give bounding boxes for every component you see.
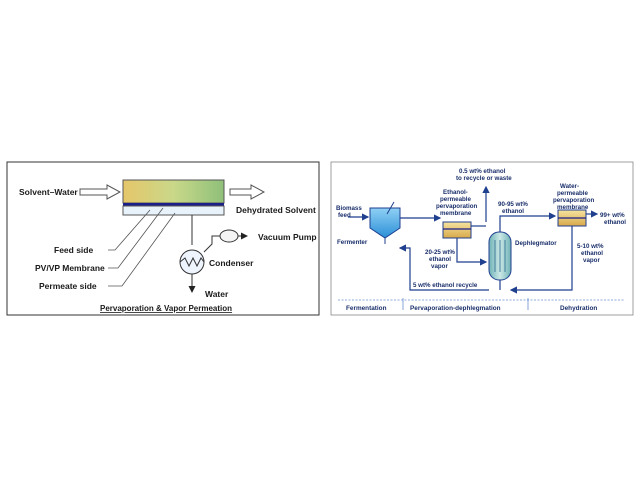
water-label: Water — [205, 289, 229, 299]
feed-side-leader — [108, 209, 151, 251]
water-membrane-label-1: Water- — [560, 183, 579, 190]
water-membrane-label-3: pervaporation — [553, 197, 594, 204]
vacuum-pump-label: Vacuum Pump — [258, 232, 317, 242]
vapor-510-label-3: vapor — [583, 257, 600, 264]
vapor-2025-label-3: vapor — [431, 263, 448, 270]
stage-fermentation: Fermentation — [346, 305, 387, 312]
dephlegmator-label: Dephlegmator — [515, 240, 557, 247]
product-label-2: ethanol — [604, 219, 626, 226]
fermenter-label: Fermenter — [337, 239, 368, 246]
feed-side-label: Feed side — [54, 245, 93, 255]
vapor-2025-label-1: 20-25 wt% — [425, 249, 455, 256]
membrane-label: PV/VP Membrane — [35, 263, 105, 273]
water-membrane-label-4: membrane — [557, 204, 589, 211]
recycle-label: 5 wt% ethanol recycle — [413, 282, 478, 289]
water-membrane-label-2: permeable — [557, 190, 589, 197]
eth-9095-label-1: 90-95 wt% — [498, 201, 528, 208]
permeate-chamber — [122, 205, 225, 216]
dehydrated-solvent-label: Dehydrated Solvent — [236, 205, 316, 215]
vapor-2025-label-2: ethanol — [429, 256, 451, 263]
waste-label-1: 0.5 wt% ethanol — [459, 168, 506, 175]
membrane-layer — [123, 203, 224, 206]
condenser-symbol — [179, 249, 205, 275]
condenser-coil — [179, 256, 205, 268]
condenser-label: Condenser — [209, 258, 254, 268]
biomass-label-1: Biomass — [336, 205, 362, 212]
waste-label-2: to recycle or waste — [456, 175, 512, 182]
vapor-510-label-2: ethanol — [581, 250, 603, 257]
vapor-return-line — [509, 226, 573, 294]
eth-membrane-label-4: membrane — [440, 210, 472, 217]
diagram-caption: Pervaporation & Vapor Permeation — [100, 304, 232, 313]
eth-membrane-label-2: permeable — [440, 196, 472, 203]
eth-membrane-label-1: Ethanol- — [443, 189, 468, 196]
eth-membrane-label-3: pervaporation — [436, 203, 477, 210]
feed-chamber — [122, 179, 225, 204]
stage-dehydration: Dehydration — [560, 305, 597, 312]
permeate-side-label: Permeate side — [39, 281, 97, 291]
vacuum-line — [203, 235, 220, 253]
ethanol-membrane-module — [442, 221, 472, 239]
permeate-side-leader — [108, 212, 176, 287]
membrane-leader — [108, 207, 164, 269]
vapor-510-label-1: 5-10 wt% — [577, 243, 604, 250]
eth-9095-label-2: ethanol — [502, 208, 524, 215]
product-label-1: 99+ wt% — [600, 212, 625, 219]
column-to-water-membrane — [499, 212, 557, 232]
ethanol-process-diagram: Biomass feed Fermenter Ethanol- permeabl… — [330, 161, 634, 316]
retentate-outlet-arrow — [229, 184, 266, 200]
fermenter-tank — [369, 207, 401, 239]
right-panel-border — [330, 161, 634, 316]
feed-inlet-arrow — [79, 184, 122, 200]
vacuum-pump-icon — [219, 229, 239, 243]
recycle-line — [398, 244, 489, 291]
fermenter-agitator — [386, 201, 395, 215]
pervaporation-diagram: Solvent–Water Dehydrated Solvent Feed si… — [6, 161, 320, 316]
solvent-water-label: Solvent–Water — [19, 187, 78, 197]
stage-pervaporation: Pervaporation-dephlegmation — [410, 305, 501, 312]
biomass-label-2: feed — [338, 212, 351, 219]
vapor-to-dephlegmator — [456, 238, 488, 266]
